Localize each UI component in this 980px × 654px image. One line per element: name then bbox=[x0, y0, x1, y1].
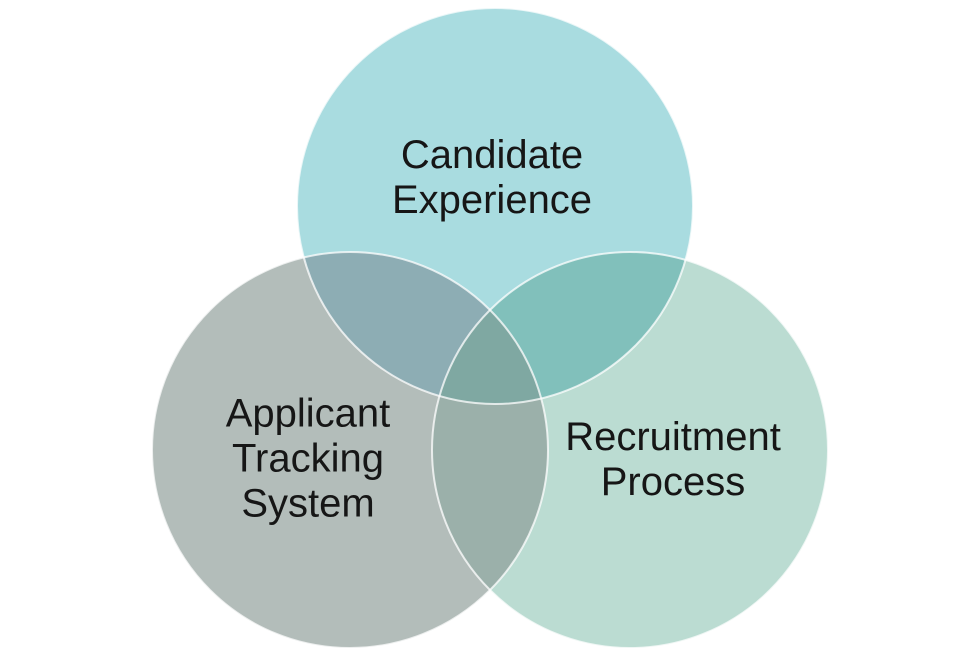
outline-recruitment-circle bbox=[431, 251, 829, 649]
overlap-candidate-recruitment bbox=[432, 252, 693, 404]
label-recruitment-process: Recruitment Process bbox=[565, 415, 781, 504]
outline-applicant-circle bbox=[151, 251, 549, 649]
overlap-candidate-applicant bbox=[297, 252, 548, 404]
label-candidate-experience: Candidate Experience bbox=[391, 133, 593, 222]
label-applicant-tracking-system: Applicant Tracking System bbox=[225, 391, 391, 526]
outline-candidate-circle bbox=[296, 7, 694, 405]
